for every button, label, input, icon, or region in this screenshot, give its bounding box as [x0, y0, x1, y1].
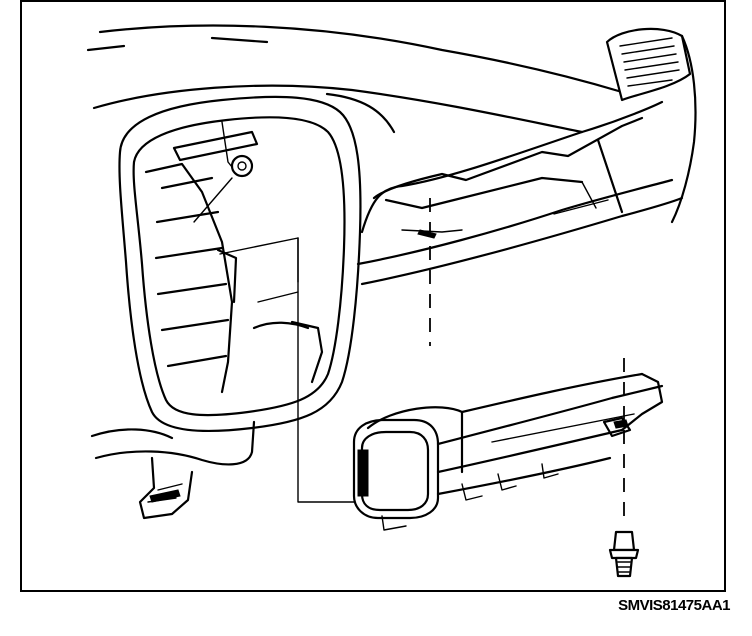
left-bracket: [90, 420, 256, 520]
bolt-fastener: [608, 530, 640, 578]
guide-lines: [297, 198, 625, 522]
dash-top-surface: [86, 24, 624, 134]
interior-structure: [144, 121, 324, 394]
knee-bolster-duct: [352, 372, 664, 531]
instrument-panel-illustration: [86, 24, 697, 578]
illustration-frame: [20, 0, 726, 592]
lower-dash-panel: [356, 100, 684, 286]
air-vent: [605, 27, 697, 224]
dash-opening: [118, 95, 362, 433]
figure-id-label: SMVIS81475AA1: [618, 597, 730, 614]
